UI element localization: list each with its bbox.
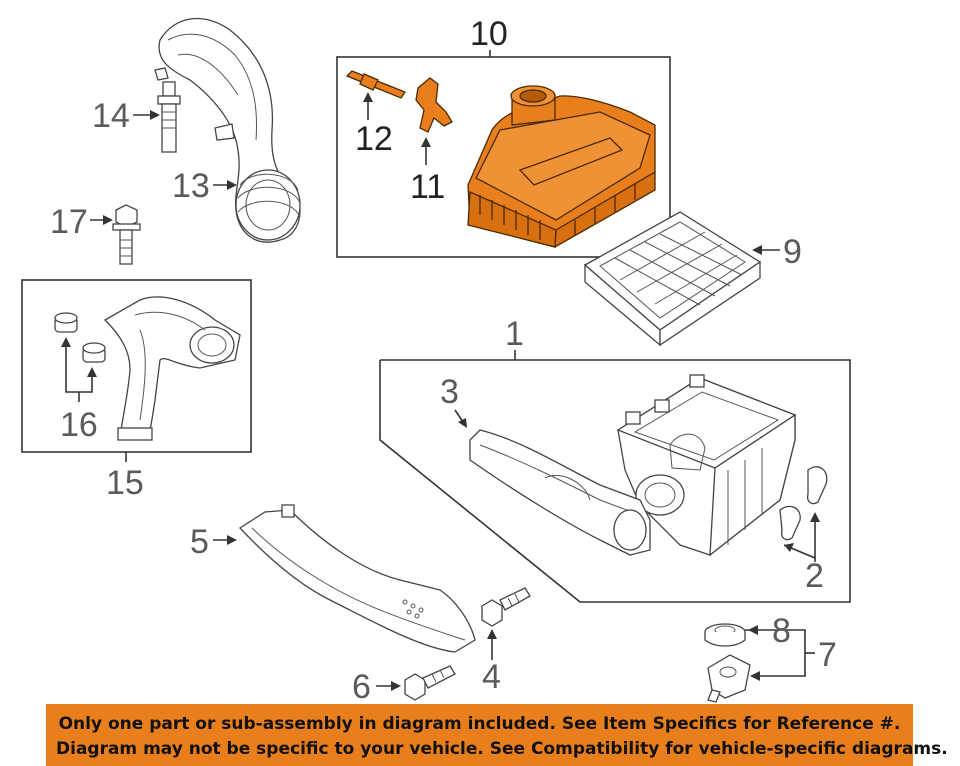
callout-12: 12 xyxy=(355,120,393,158)
part-1-lower-housing xyxy=(616,374,797,557)
disclaimer-line-1: Only one part or sub-assembly in diagram… xyxy=(58,714,901,734)
part-9-air-filter xyxy=(583,211,762,347)
part-7-bracket xyxy=(707,654,751,703)
disclaimer-line-2: Diagram may not be specific to your vehi… xyxy=(56,739,948,759)
callout-3: 3 xyxy=(440,373,459,411)
part-15-box xyxy=(21,279,252,453)
part-16-grommets xyxy=(54,312,106,363)
callout-8: 8 xyxy=(772,612,791,650)
callout-1: 1 xyxy=(505,315,524,353)
part-10-upper-housing xyxy=(467,85,656,249)
callout-11: 11 xyxy=(410,168,445,206)
disclaimer-banner: Only one part or sub-assembly in diagram… xyxy=(46,704,948,766)
callout-4: 4 xyxy=(482,658,501,696)
callout-10: 10 xyxy=(470,15,508,53)
part-11-bracket xyxy=(415,77,453,133)
part-2-clamps xyxy=(779,466,828,541)
part-4-bolt xyxy=(481,587,531,627)
part-14-stud xyxy=(157,81,181,153)
part-5-duct xyxy=(238,504,476,653)
callout-14: 14 xyxy=(92,97,130,135)
part-10-box xyxy=(336,56,671,258)
part-13-intake-duct xyxy=(154,17,301,243)
callout-13: 13 xyxy=(172,167,210,205)
callout-9: 9 xyxy=(783,233,802,271)
callout-17: 17 xyxy=(50,203,88,241)
leader-lines xyxy=(61,92,820,691)
callout-2: 2 xyxy=(805,557,824,595)
callout-6: 6 xyxy=(352,668,371,706)
part-15-duct xyxy=(103,296,241,441)
callout-15: 15 xyxy=(106,464,144,502)
callout-5: 5 xyxy=(190,523,209,561)
part-3-duct xyxy=(469,429,651,556)
callout-16: 16 xyxy=(60,406,98,444)
callout-7: 7 xyxy=(818,636,837,674)
part-17-bolt xyxy=(112,204,141,265)
part-12-pin xyxy=(345,70,406,99)
part-8-grommet xyxy=(704,623,746,647)
part-6-bolt xyxy=(404,665,456,701)
